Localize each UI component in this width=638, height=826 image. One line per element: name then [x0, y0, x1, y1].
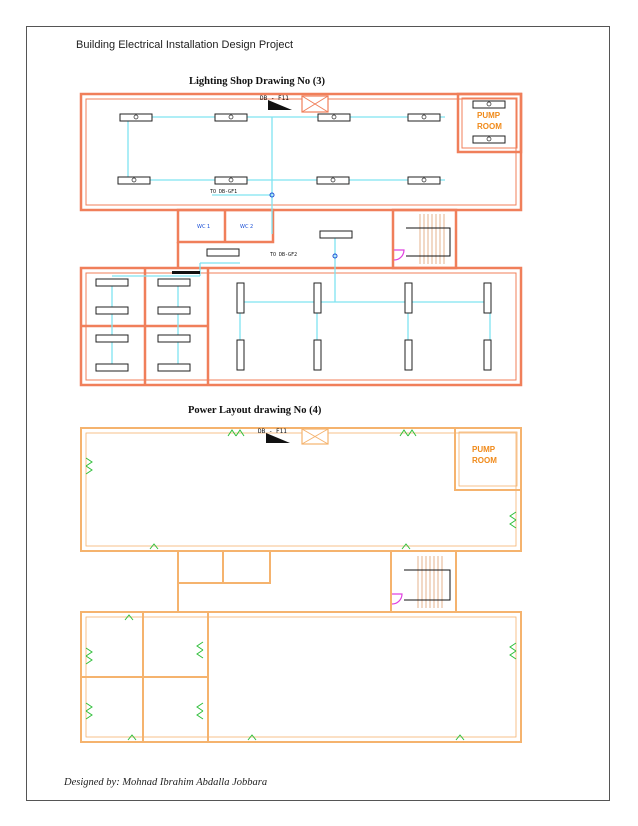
lighting-db-label: DB - F11 — [260, 95, 289, 102]
power-db-label: DB - F11 — [258, 428, 287, 435]
lighting-upper-block-wall — [79, 92, 523, 212]
lighting-door-swing — [393, 249, 405, 261]
power-pump-label-2: ROOM — [472, 456, 497, 465]
lighting-pump-room-wall — [456, 92, 523, 154]
lighting-pump-label-1: PUMP — [477, 111, 501, 120]
power-sockets — [85, 429, 517, 741]
power-door-swing — [391, 593, 403, 605]
lighting-stair-arrow — [406, 227, 451, 257]
lighting-stair-wall — [391, 208, 458, 270]
lighting-conduits — [111, 116, 491, 368]
lighting-wc1-label: WC 1 — [197, 224, 210, 230]
designer-credit: Designed by: Mohnad Ibrahim Abdalla Jobb… — [64, 777, 268, 788]
page-border — [26, 26, 610, 801]
lighting-sub-db — [172, 271, 200, 274]
lighting-wc2-label: WC 2 — [240, 224, 253, 230]
lighting-to-db-2: TO DB-GF2 — [270, 252, 297, 258]
lighting-pump-label-2: ROOM — [477, 122, 502, 131]
lighting-db-symbol — [268, 100, 292, 110]
document-header: Building Electrical Installation Design … — [76, 39, 294, 51]
lighting-fixtures — [95, 100, 506, 372]
power-stair-treads — [417, 556, 443, 608]
lighting-to-db-1: TO DB-GF1 — [210, 189, 237, 195]
power-plan — [80, 427, 522, 743]
lighting-plan — [79, 92, 523, 387]
power-db-symbol — [266, 433, 290, 443]
power-drawing-caption: Power Layout drawing No (4) — [188, 405, 322, 416]
power-stair-arrow — [404, 569, 451, 601]
lighting-drawing-caption: Lighting Shop Drawing No (3) — [189, 76, 325, 87]
lighting-fixture-lamps — [131, 101, 492, 183]
power-pump-label-1: PUMP — [472, 445, 496, 454]
